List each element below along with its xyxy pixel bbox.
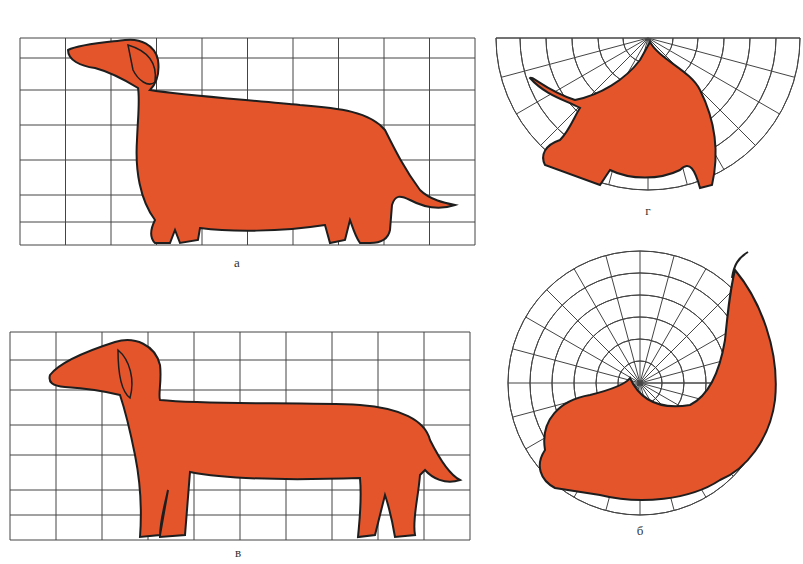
grid-line [20, 38, 21, 245]
grid-group [10, 38, 800, 540]
figure-letter: в [235, 546, 241, 559]
grid-line [429, 38, 430, 245]
polar-grid [496, 38, 800, 190]
dachshund-figure [530, 42, 716, 188]
grid-line [56, 332, 57, 540]
figure-letter: г [645, 204, 650, 217]
rect-grid [10, 332, 470, 540]
rect-grid [20, 38, 475, 245]
dog-ear [128, 45, 155, 84]
dog-tail [732, 252, 748, 278]
grid-line [65, 38, 66, 245]
grid-line [496, 38, 800, 39]
figure-letter: б [637, 524, 644, 537]
dachshund-figure [50, 340, 460, 537]
dachshund-figure [68, 40, 455, 243]
figure-letter: а [234, 256, 240, 269]
dog-group [50, 40, 776, 537]
grid-line [470, 332, 471, 540]
dog-ear [118, 350, 132, 398]
dachshund-figure [540, 270, 776, 500]
grid-arc [496, 38, 800, 190]
grid-line [475, 38, 476, 245]
grid-line [10, 332, 11, 540]
